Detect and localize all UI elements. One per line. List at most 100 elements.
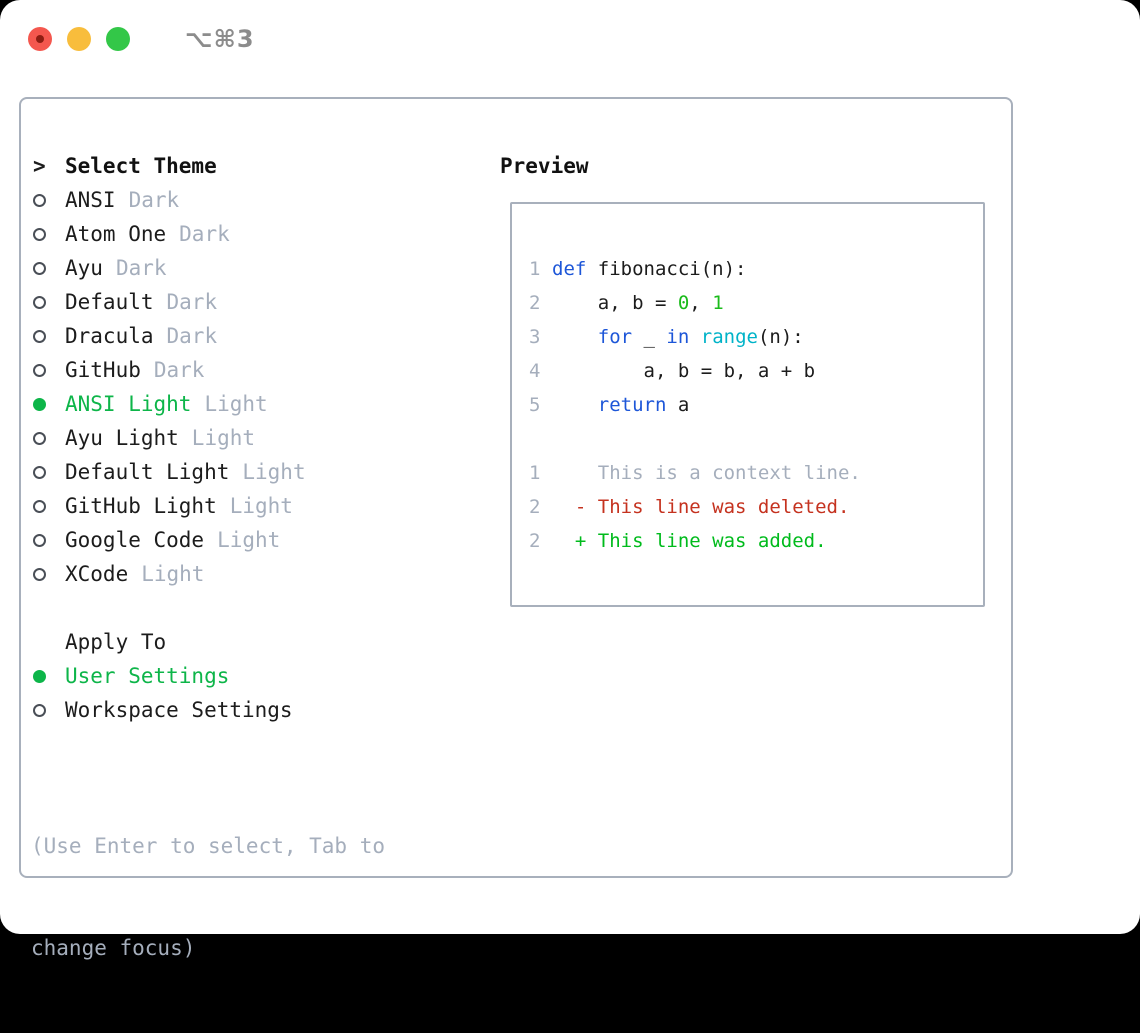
code-text: def fibonacci(n): xyxy=(552,258,747,280)
preview-header: Preview xyxy=(500,149,1000,183)
apply-to-option[interactable]: User Settings xyxy=(31,659,481,693)
code-text: - This line was deleted. xyxy=(552,496,850,518)
theme-option[interactable]: GitHub Dark xyxy=(31,353,481,387)
theme-variant-label: Dark xyxy=(128,188,180,212)
apply-to-title: Apply To xyxy=(65,630,167,654)
code-line: 5 return a xyxy=(529,388,983,422)
option-label: Atom One xyxy=(65,222,167,246)
code-line: 2 - This line was deleted. xyxy=(529,490,983,524)
theme-variant-label: Light xyxy=(141,562,205,586)
option-label: Workspace Settings xyxy=(65,698,293,722)
radio-icon xyxy=(33,533,46,547)
option-label: User Settings xyxy=(65,664,230,688)
window-title: ⌥⌘3 xyxy=(185,25,255,53)
theme-option[interactable]: Dracula Dark xyxy=(31,319,481,353)
close-button[interactable] xyxy=(28,27,52,51)
option-label: Default Light xyxy=(65,460,230,484)
hint-text: (Use Enter to select, Tab to change focu… xyxy=(31,761,481,1033)
option-label: ANSI xyxy=(65,188,116,212)
radio-icon xyxy=(33,567,46,581)
code-line xyxy=(529,422,983,456)
code-line xyxy=(529,218,983,252)
code-text: + This line was added. xyxy=(552,530,827,552)
theme-option[interactable]: Google Code Light xyxy=(31,523,481,557)
radio-icon xyxy=(33,703,46,717)
theme-option[interactable]: XCode Light xyxy=(31,557,481,591)
code-text: for _ in range(n): xyxy=(597,326,804,348)
theme-option[interactable]: Ayu Light Light xyxy=(31,421,481,455)
theme-option[interactable]: Atom One Dark xyxy=(31,217,481,251)
code-line: 3 for _ in range(n): xyxy=(529,320,983,354)
option-label: Google Code xyxy=(65,528,205,552)
hint-line-1: (Use Enter to select, Tab to xyxy=(31,834,386,858)
radio-icon xyxy=(33,193,46,207)
theme-variant-label: Dark xyxy=(179,222,230,246)
theme-variant-label: Light xyxy=(204,392,268,416)
radio-icon xyxy=(33,329,46,343)
theme-variant-label: Light xyxy=(229,494,293,518)
option-label: GitHub xyxy=(65,358,141,382)
theme-option[interactable]: Default Dark xyxy=(31,285,481,319)
hint-line-2: change focus) xyxy=(31,936,196,960)
theme-variant-label: Light xyxy=(242,460,306,484)
radio-selected-icon xyxy=(33,397,46,411)
zoom-button[interactable] xyxy=(106,27,130,51)
line-number: 1 xyxy=(529,462,541,484)
apply-to-header: Apply To xyxy=(31,625,481,659)
theme-option[interactable]: ANSI Light Light xyxy=(31,387,481,421)
option-label: Ayu xyxy=(65,256,103,280)
option-label: ANSI Light xyxy=(65,392,192,416)
theme-option[interactable]: GitHub Light Light xyxy=(31,489,481,523)
line-number: 2 xyxy=(529,496,541,518)
code-text: return a xyxy=(597,394,690,416)
select-theme-header: > Select Theme xyxy=(31,149,481,183)
radio-icon xyxy=(33,261,46,275)
radio-icon xyxy=(33,465,46,479)
option-label: Ayu Light xyxy=(65,426,179,450)
titlebar: ⌥⌘3 xyxy=(28,25,255,53)
code-line: 1 This is a context line. xyxy=(529,456,983,490)
option-label: XCode xyxy=(65,562,129,586)
theme-option[interactable]: ANSI Dark xyxy=(31,183,481,217)
line-number: 5 xyxy=(529,394,541,416)
theme-variant-label: Light xyxy=(191,426,256,450)
line-number: 1 xyxy=(529,258,541,280)
theme-option[interactable]: Ayu Dark xyxy=(31,251,481,285)
radio-selected-icon xyxy=(33,669,46,683)
option-label: Dracula xyxy=(65,324,154,348)
line-number: 2 xyxy=(529,292,541,314)
theme-variant-label: Dark xyxy=(153,358,205,382)
theme-variant-label: Dark xyxy=(166,290,218,314)
code-line: 2 a, b = 0, 1 xyxy=(529,286,983,320)
radio-icon xyxy=(33,295,46,309)
code-text: a, b = 0, 1 xyxy=(552,292,724,314)
select-theme-title: Select Theme xyxy=(65,154,217,178)
line-number: 2 xyxy=(529,530,541,552)
theme-variant-label: Dark xyxy=(166,324,218,348)
line-number: 3 xyxy=(529,326,541,348)
line-number: 4 xyxy=(529,360,541,382)
option-label: GitHub Light xyxy=(65,494,217,518)
apply-to-option[interactable]: Workspace Settings xyxy=(31,693,481,727)
focus-cursor-icon: > xyxy=(33,154,46,178)
theme-variant-label: Dark xyxy=(115,256,167,280)
theme-option[interactable]: Default Light Light xyxy=(31,455,481,489)
code-text: This is a context line. xyxy=(552,462,861,484)
theme-variant-label: Light xyxy=(217,528,281,552)
radio-icon xyxy=(33,499,46,513)
minimize-button[interactable] xyxy=(67,27,91,51)
radio-icon xyxy=(33,363,46,377)
code-line: 1 def fibonacci(n): xyxy=(529,252,983,286)
code-line: 2 + This line was added. xyxy=(529,524,983,558)
radio-icon xyxy=(33,227,46,241)
radio-icon xyxy=(33,431,46,445)
preview-title: Preview xyxy=(500,154,589,178)
option-label: Default xyxy=(65,290,154,314)
